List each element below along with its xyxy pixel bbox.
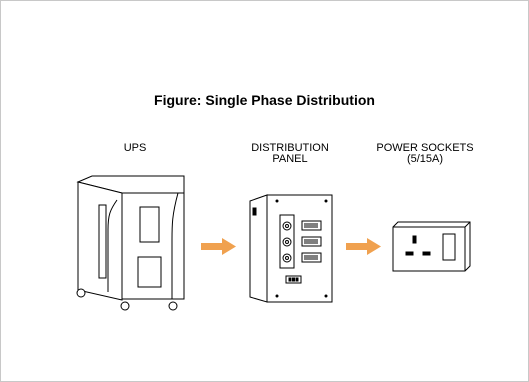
ups-label: UPS	[123, 142, 147, 154]
distribution-panel-label: DISTRIBUTION PANEL	[251, 142, 329, 165]
power-socket-icon	[392, 221, 471, 272]
flow-arrow-1	[201, 238, 236, 255]
power-sockets-label: POWER SOCKETS (5/15A)	[376, 142, 474, 165]
ups-cabinet-icon	[76, 175, 185, 311]
diagram-title: Figure: Single Phase Distribution	[154, 92, 375, 108]
distribution-panel-icon	[249, 194, 333, 303]
flow-arrow-2	[346, 238, 381, 255]
